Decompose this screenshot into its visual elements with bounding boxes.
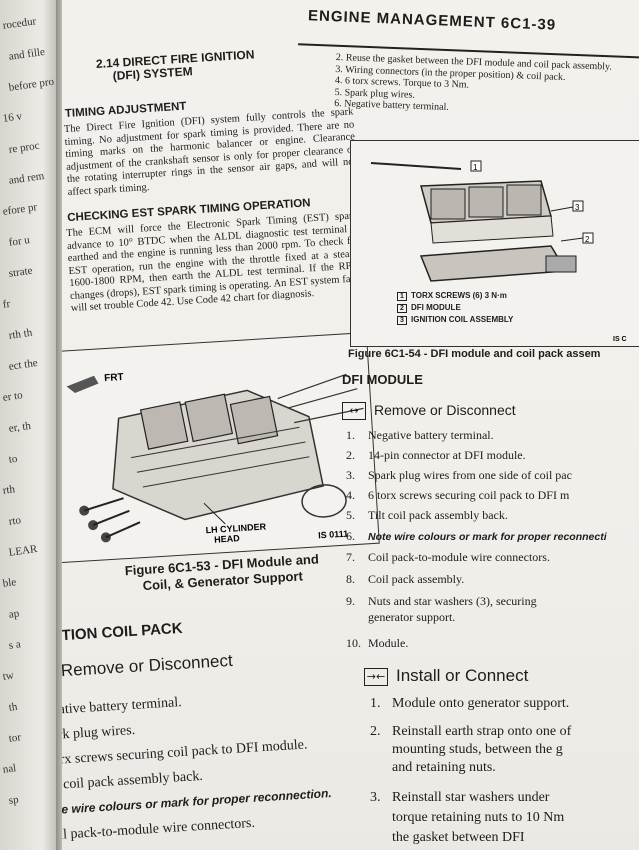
manual-page: ENGINE MANAGEMENT 6C1-39 2.14 DIRECT FIR…: [62, 0, 639, 850]
list-item: 5.Tilt coil pack assembly back.: [346, 508, 508, 522]
list-item: 1.Module onto generator support.: [370, 696, 570, 711]
figure-id: IS 0111: [318, 529, 349, 541]
list-item: 3.Spark plug wires from one side of coil…: [346, 468, 572, 482]
facing-page-text-fragment: rth: [2, 483, 16, 497]
list-item: and retaining nuts.: [392, 760, 496, 775]
facing-page-edge: rocedur and fille before pro 16 v re proc and…: [0, 0, 60, 850]
facing-page-text-fragment: efore pr: [2, 201, 38, 218]
svg-text:2: 2: [585, 235, 590, 244]
figure-6c1-54-caption: Figure 6C1-54 - DFI module and coil pack…: [348, 348, 601, 360]
list-item: 2.Reinstall earth strap onto one of: [370, 724, 572, 739]
dfi-remove-label: Remove or Disconnect: [374, 402, 516, 418]
list-item: 1.Negative battery terminal.: [346, 428, 494, 442]
coil-pack-illustration: 1 3 2 IS C: [370, 160, 627, 343]
facing-page-text-fragment: and fille: [8, 45, 46, 63]
list-item: 3.Reinstall star washers under: [370, 790, 550, 805]
facing-page-text-fragment: rth th: [8, 326, 33, 342]
facing-page-text-fragment: to: [8, 452, 19, 466]
facing-page-text-fragment: 16 v: [2, 110, 23, 125]
list-item: 4.6 torx screws securing coil pack to DF…: [346, 488, 570, 502]
page-header: ENGINE MANAGEMENT 6C1-39: [307, 7, 557, 34]
coil-install-steps: 2. Reuse the gasket between the DFI modu…: [334, 52, 636, 120]
facing-page-text-fragment: rto: [8, 514, 22, 528]
figure54-id: IS C: [613, 336, 627, 343]
coil-remove-heading: ↔Remove or Disconnect: [62, 651, 233, 683]
frt-arrow-icon: [66, 375, 99, 393]
svg-text:3: 3: [575, 203, 580, 212]
coil-remove-steps: Negative battery terminal. Spark plug wi…: [62, 681, 334, 848]
facing-page-text-fragment: tw: [2, 669, 15, 683]
section-title: 2.14 DIRECT FIRE IGNITION (DFI) SYSTEM: [96, 47, 256, 84]
facing-page-text-fragment: re proc: [8, 139, 41, 156]
ignition-coil-pack-heading: IGNITION COIL PACK: [62, 619, 184, 647]
facing-page-text-fragment: tor: [8, 731, 22, 745]
figure-6c1-53: FRT LH CYLINDER HEAD IS 0111: [62, 332, 380, 564]
dfi-module-illustration: FRT LH CYLINDER HEAD IS 0111: [66, 372, 364, 545]
facing-page-text-fragment: er, th: [8, 419, 32, 435]
list-item: torque retaining nuts to 10 Nm: [392, 810, 565, 825]
svg-text:1: 1: [473, 163, 478, 172]
book-gutter: [56, 0, 66, 850]
dfi-install-heading: →← Install or Connect: [364, 666, 528, 686]
facing-page-text-fragment: strate: [8, 264, 34, 280]
list-item: 2.14-pin connector at DFI module.: [346, 448, 526, 462]
list-item: generator support.: [368, 610, 456, 624]
list-item: 8.Coil pack assembly.: [346, 572, 465, 586]
list-item: 6.Note wire colours or mark for proper r…: [346, 529, 607, 543]
facing-page-text-fragment: and rem: [8, 170, 46, 187]
head-label: HEAD: [214, 533, 241, 545]
install-arrows-icon: →←: [364, 667, 388, 686]
timing-adjustment-text: The Direct Fire Ignition (DFI) system fu…: [63, 106, 357, 198]
dfi-module-heading: DFI MODULE: [342, 372, 423, 387]
facing-page-text-fragment: sp: [8, 793, 20, 807]
facing-page-text-fragment: ect the: [8, 356, 39, 373]
list-item: the gasket between DFI: [392, 830, 525, 845]
facing-page-text-fragment: er to: [2, 389, 24, 404]
frt-label: FRT: [104, 372, 124, 384]
list-item: mounting studs, between the g: [392, 742, 563, 757]
facing-page-text-fragment: before pro: [8, 75, 55, 94]
list-item: 9.Nuts and star washers (3), securing: [346, 594, 537, 608]
facing-page-text-fragment: s a: [8, 638, 22, 652]
facing-page-text-fragment: for u: [8, 234, 31, 249]
dfi-install-label: Install or Connect: [396, 666, 529, 685]
facing-page-text-fragment: fr: [2, 297, 11, 311]
checking-est-text: The ECM will force the Electronic Spark …: [65, 210, 362, 315]
facing-page-text-fragment: ble: [2, 576, 17, 590]
dfi-remove-heading: ↔ Remove or Disconnect: [342, 402, 516, 421]
coil-remove-label: Remove or Disconnect: [62, 650, 234, 681]
facing-page-text-fragment: rocedur: [2, 15, 37, 32]
list-item: 10.Module.: [346, 636, 409, 650]
list-item: 7.Coil pack-to-module wire connectors.: [346, 550, 550, 564]
facing-page-text-fragment: ap: [8, 607, 20, 621]
facing-page-text-fragment: LEAR: [8, 543, 39, 559]
facing-page-text-fragment: th: [8, 700, 19, 714]
remove-arrows-icon: ↔: [342, 402, 366, 421]
lh-cylinder-label: LH CYLINDER: [205, 522, 266, 536]
facing-page-text-fragment: nal: [2, 762, 17, 776]
